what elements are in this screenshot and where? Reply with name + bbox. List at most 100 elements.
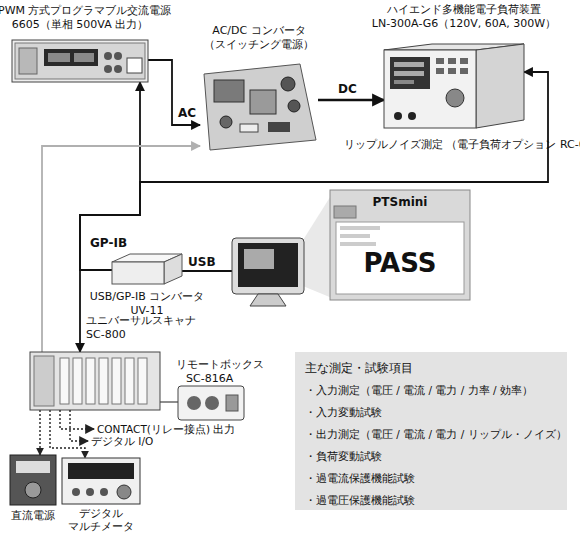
node-text: LN-300A-G6（120V, 60A, 300W） xyxy=(364,17,564,30)
ac-source-body xyxy=(12,40,148,82)
node-text: ・出力測定（電圧 / 電流 / 電力 / リップル・ノイズ） xyxy=(305,428,561,441)
remote-box-body xyxy=(178,386,244,420)
load-knob xyxy=(446,89,464,107)
node-heading: 直流電源 xyxy=(0,509,70,522)
heat-sink xyxy=(214,80,244,102)
node-text: ・負荷変動試験 xyxy=(305,450,561,463)
load-terminal xyxy=(408,112,416,120)
scanner-panel xyxy=(34,356,54,406)
scanner-slot xyxy=(60,358,69,404)
component xyxy=(268,122,290,132)
capacitor xyxy=(281,77,295,91)
monitor-stand xyxy=(250,294,286,306)
node-text: ・過電圧保護機能試験 xyxy=(305,494,561,507)
node-text: ・入力測定（電圧 / 電流 / 電力 / 力率 / 効率） xyxy=(305,384,561,397)
node-heading: ユニバーサルスキャナ xyxy=(86,314,206,327)
dmm-button xyxy=(100,488,108,496)
monitor-body xyxy=(232,238,304,294)
node-heading: PTSmini xyxy=(330,195,470,209)
dmm-body xyxy=(62,458,140,504)
remote-button xyxy=(187,396,201,410)
panel-button xyxy=(114,65,122,73)
node-heading: ハイエンド多機能電子負荷装置 xyxy=(364,3,564,16)
panel-button xyxy=(436,68,444,74)
window-line xyxy=(340,242,376,246)
transformer xyxy=(250,90,276,114)
panel-button xyxy=(460,68,468,74)
device-node: リモートボックスSC-816A xyxy=(178,386,244,420)
screen-window xyxy=(244,249,274,269)
panel-button xyxy=(460,58,468,64)
connector-line xyxy=(39,410,40,455)
remote-button xyxy=(205,396,219,410)
display-segment xyxy=(48,53,70,62)
connector-line xyxy=(50,410,85,458)
ac-source-panel xyxy=(15,43,145,79)
scanner-slot xyxy=(86,358,95,404)
load-terminal xyxy=(394,112,402,120)
instrument-node: ハイエンド多機能電子負荷装置LN-300A-G6（120V, 60A, 300W… xyxy=(384,44,524,130)
monitor-screen xyxy=(238,243,298,287)
scanner-slot xyxy=(125,358,134,404)
bus-label: GP-IB xyxy=(90,236,150,250)
signal-label: デジタル I/O xyxy=(91,435,181,448)
capacitor xyxy=(220,116,232,128)
panel-button xyxy=(436,58,444,64)
node-heading: デジタル マルチメータ xyxy=(61,507,141,533)
dc-supply-body xyxy=(10,455,56,505)
instrument-node: PWM 方式プログラマブル交流電源6605（単相 500VA 出力） xyxy=(12,40,148,82)
device-node: AC/DC コンバータ（スイッチング電源） xyxy=(200,62,318,150)
connector-label: DC xyxy=(338,82,357,96)
panel-button xyxy=(448,68,456,74)
node-heading: リモートボックス xyxy=(176,358,276,371)
display-segment xyxy=(74,53,94,62)
dmm-display xyxy=(68,463,134,479)
software-window: PTSminiPASS xyxy=(330,190,470,300)
panel-button xyxy=(104,65,112,73)
remote-switch xyxy=(226,395,238,411)
interface-node: USB/GP-IB コンバータUV-11 xyxy=(112,254,182,284)
load-front xyxy=(384,50,476,128)
lcd-line xyxy=(394,71,424,76)
dmm-knob xyxy=(117,485,131,499)
ac-outlet xyxy=(127,58,142,73)
node-text: ・過電流保護機能試験 xyxy=(305,472,561,485)
dmm-button xyxy=(86,488,94,496)
signal-label: CONTACT(リレー接点) 出力 xyxy=(97,423,247,436)
info-box: 主な測定・試験項目・入力測定（電圧 / 電流 / 電力 / 力率 / 効率）・入… xyxy=(295,352,567,510)
lcd-line xyxy=(394,62,424,67)
node-heading: USB/GP-IB コンバータ xyxy=(72,290,222,303)
connector-line xyxy=(148,60,200,125)
capacitor xyxy=(288,100,300,112)
node-text: （スイッチング電源） xyxy=(180,38,338,51)
connector-line xyxy=(160,401,178,402)
panel-button xyxy=(104,52,112,60)
instrument-node: デジタル マルチメータ xyxy=(62,458,140,504)
node-text: PASS xyxy=(330,248,470,279)
node-text: SC-816A xyxy=(186,372,266,385)
component xyxy=(240,124,258,132)
dmm-button xyxy=(72,488,80,496)
converter-box-front xyxy=(112,262,164,284)
node-heading: AC/DC コンバータ xyxy=(180,24,338,37)
node-text: ・入力変動試験 xyxy=(305,406,561,419)
connector-line xyxy=(318,99,384,101)
lcd-line xyxy=(394,80,414,84)
ac-source-switch xyxy=(19,48,37,74)
converter-box-side xyxy=(164,254,182,284)
node-heading: PWM 方式プログラマブル交流電源 xyxy=(0,4,162,17)
scanner-slot xyxy=(73,358,82,404)
instrument-node: 直流電源 xyxy=(10,455,56,505)
scanner-slot xyxy=(112,358,121,404)
pcb-board xyxy=(204,64,316,150)
annotation-text: リップルノイズ測定 （電子負荷オプション RC-02A） xyxy=(344,138,522,151)
node-text: 6605（単相 500VA 出力） xyxy=(0,18,162,31)
scanner-slot xyxy=(99,358,108,404)
panel-button xyxy=(448,58,456,64)
window-icon xyxy=(334,206,356,218)
window-line xyxy=(340,234,370,238)
window-frame xyxy=(330,190,470,300)
connector-label: USB xyxy=(188,255,216,269)
signal-wire xyxy=(60,410,94,429)
